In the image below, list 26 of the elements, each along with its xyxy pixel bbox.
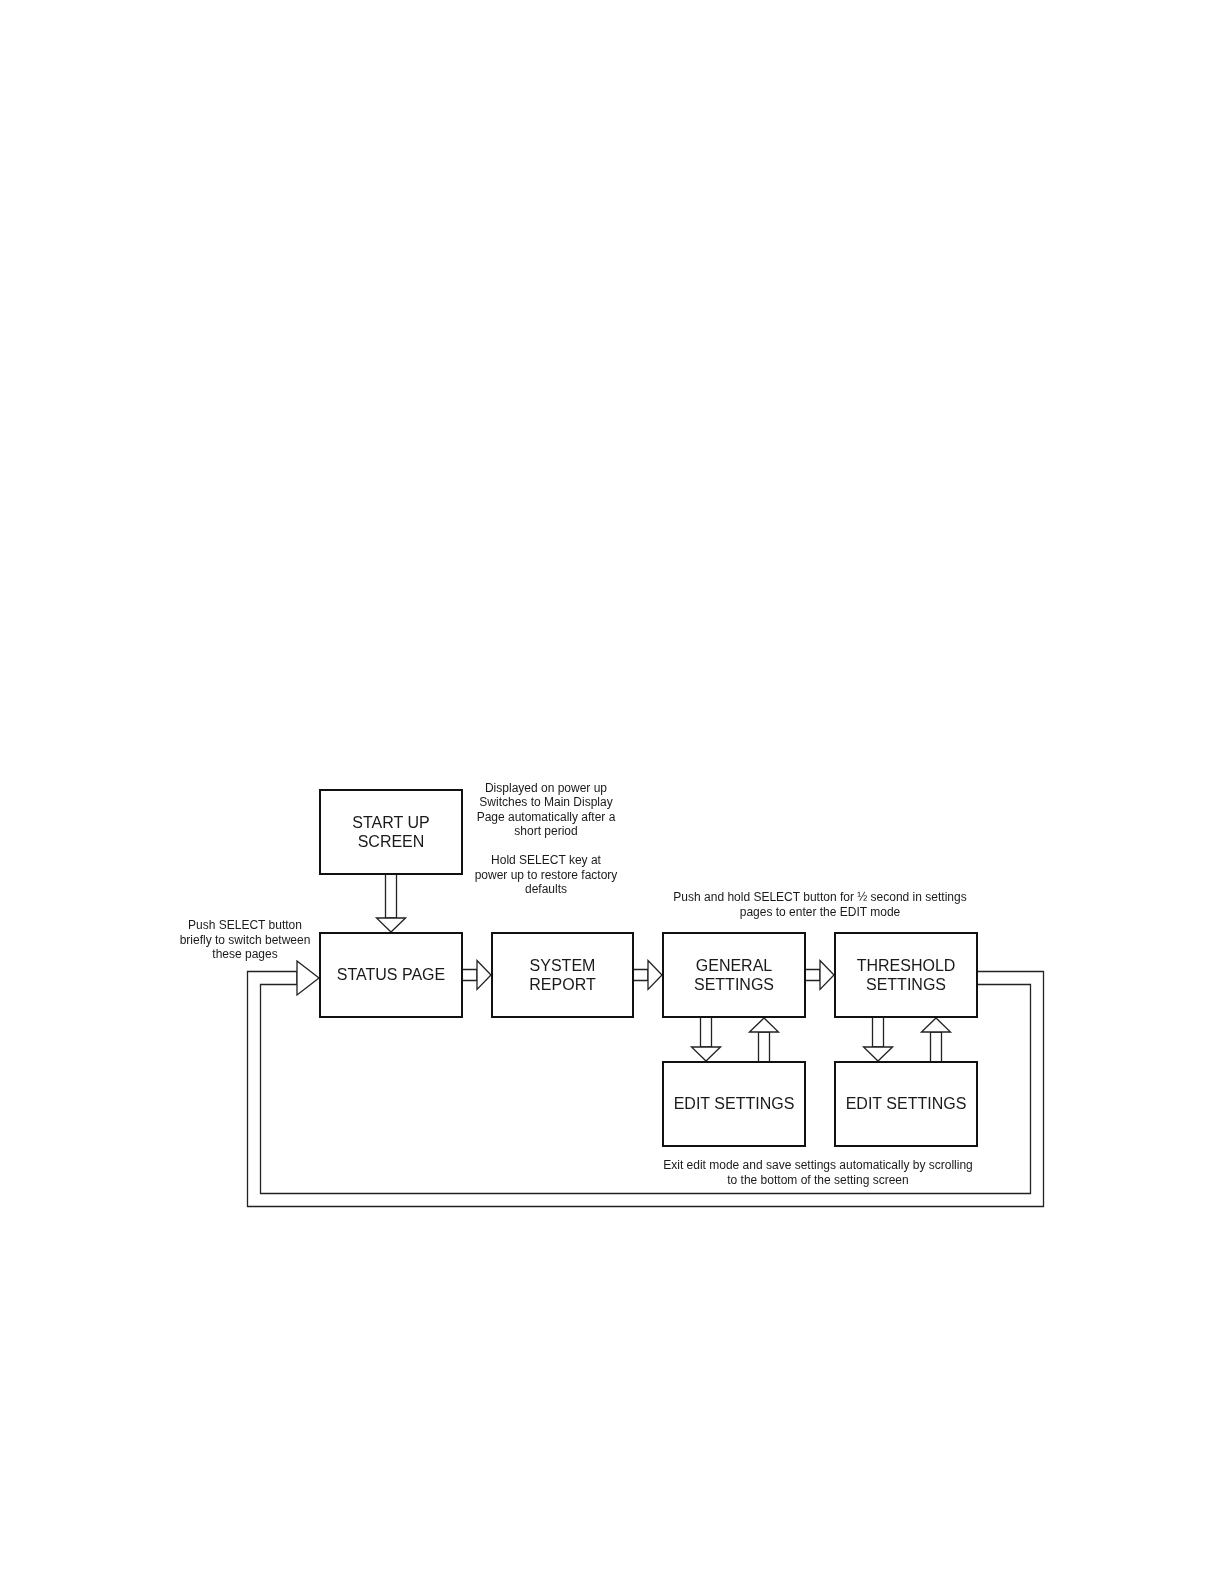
note-text: Push SELECT button briefly to switch between these pages (179, 918, 311, 962)
loop-arrow (246, 960, 1045, 1208)
screen-box (319, 932, 463, 1018)
hollow-arrow (862, 1016, 894, 1062)
screen-name: STATUS PAGE (336, 965, 446, 985)
note-text: Exit edit mode and save settings automatically by scrolling to the bottom of the setting screen (662, 1158, 974, 1187)
screen-name: THRESHOLD SETTINGS (856, 955, 956, 995)
screen-box (662, 1061, 806, 1147)
note-text: Displayed on power up (484, 781, 608, 796)
note-text: Push and hold SELECT button for ½ second in settings pages to enter the EDIT mode (672, 890, 968, 919)
screen-box (319, 789, 463, 875)
screen-name: EDIT SETTINGS (673, 1094, 795, 1114)
screen-box (834, 1061, 978, 1147)
screen-box (662, 932, 806, 1018)
screen-name: EDIT SETTINGS (845, 1094, 967, 1114)
hollow-arrow (690, 1016, 722, 1062)
screen-name: GENERAL SETTINGS (693, 955, 775, 995)
screen-box (491, 932, 634, 1018)
hollow-arrow (748, 1017, 780, 1063)
screen-box (834, 932, 978, 1018)
hollow-arrow (375, 873, 407, 933)
hollow-arrow (920, 1017, 952, 1063)
note-text: Hold SELECT key at power up to restore factory defaults (474, 853, 618, 897)
screen-name: SYSTEM REPORT (528, 955, 597, 995)
note-text: Switches to Main Display Page automatically after a short period (476, 795, 616, 839)
screen-name: START UP SCREEN (351, 812, 431, 852)
